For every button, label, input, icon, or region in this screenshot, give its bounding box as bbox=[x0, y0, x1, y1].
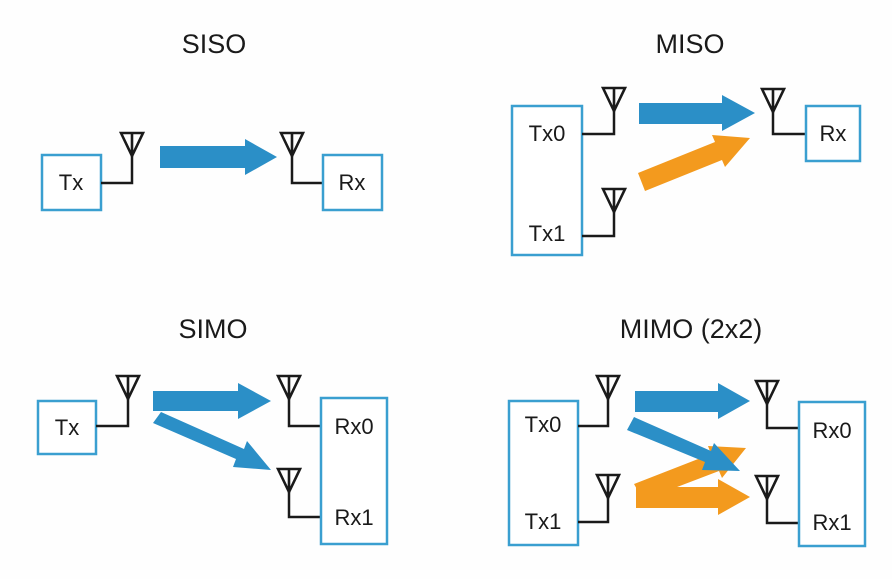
antenna-icon bbox=[595, 374, 621, 401]
tx0-wire bbox=[578, 399, 610, 428]
rx1-label: Rx1 bbox=[812, 510, 851, 535]
rx-wire bbox=[771, 112, 806, 136]
tx-label: Tx bbox=[59, 170, 83, 195]
tx1-wire bbox=[582, 212, 616, 238]
tx1-label: Tx1 bbox=[529, 221, 566, 246]
antenna-icon bbox=[601, 187, 627, 214]
signal-arrow bbox=[638, 135, 750, 191]
panel-simo: SIMO Tx Rx0 Rx1 bbox=[36, 314, 389, 546]
antenna-icon bbox=[115, 374, 141, 401]
rx0-label: Rx0 bbox=[334, 414, 373, 439]
rx-wire bbox=[290, 156, 323, 185]
panel-title-siso: SISO bbox=[182, 29, 247, 59]
signal-arrow bbox=[153, 383, 271, 419]
signal-arrow bbox=[160, 139, 277, 175]
antenna-icon bbox=[595, 473, 621, 500]
tx-wire bbox=[101, 156, 134, 185]
rx1-wire bbox=[287, 492, 321, 519]
antenna-icon bbox=[119, 131, 145, 158]
antenna-icon bbox=[276, 467, 302, 494]
antenna-icon bbox=[279, 131, 305, 158]
rx-label: Rx bbox=[820, 121, 847, 146]
tx0-label: Tx0 bbox=[525, 412, 562, 437]
antenna-icon bbox=[276, 374, 302, 401]
tx0-label: Tx0 bbox=[529, 121, 566, 146]
signal-arrow bbox=[627, 417, 740, 471]
rx1-wire bbox=[765, 499, 799, 525]
antenna-icon bbox=[601, 86, 627, 113]
signal-arrow bbox=[153, 412, 271, 470]
rx-box bbox=[321, 153, 384, 212]
tx-box bbox=[36, 399, 98, 456]
antenna-icon bbox=[760, 87, 786, 114]
rx-box bbox=[804, 104, 862, 163]
panel-miso: MISO Tx0 Tx1 Rx bbox=[510, 29, 862, 257]
tx-label: Tx bbox=[55, 415, 79, 440]
rx0-wire bbox=[287, 399, 321, 428]
panel-mimo: MIMO (2x2) Tx0 Tx1 Rx0 Rx1 bbox=[507, 314, 867, 548]
panel-title-mimo: MIMO (2x2) bbox=[620, 314, 763, 344]
tx-box bbox=[40, 153, 103, 212]
tx1-wire bbox=[578, 498, 610, 524]
antenna-icon bbox=[754, 474, 780, 501]
rx1-label: Rx1 bbox=[334, 505, 373, 530]
panel-title-miso: MISO bbox=[655, 29, 724, 59]
signal-arrow bbox=[636, 479, 750, 515]
rx-box bbox=[797, 400, 867, 548]
rx-box bbox=[319, 396, 389, 546]
signal-arrow bbox=[639, 95, 755, 131]
tx-box bbox=[507, 399, 580, 547]
rx0-label: Rx0 bbox=[812, 418, 851, 443]
rx-label: Rx bbox=[339, 170, 366, 195]
tx0-wire bbox=[582, 111, 616, 136]
panel-siso: SISO Tx Rx bbox=[40, 29, 384, 212]
tx-wire bbox=[96, 399, 130, 428]
signal-arrow bbox=[635, 383, 750, 419]
tx-box bbox=[510, 104, 584, 257]
tx1-label: Tx1 bbox=[525, 509, 562, 534]
panel-title-simo: SIMO bbox=[178, 314, 247, 344]
rx0-wire bbox=[765, 404, 799, 430]
antenna-icon bbox=[754, 379, 780, 406]
